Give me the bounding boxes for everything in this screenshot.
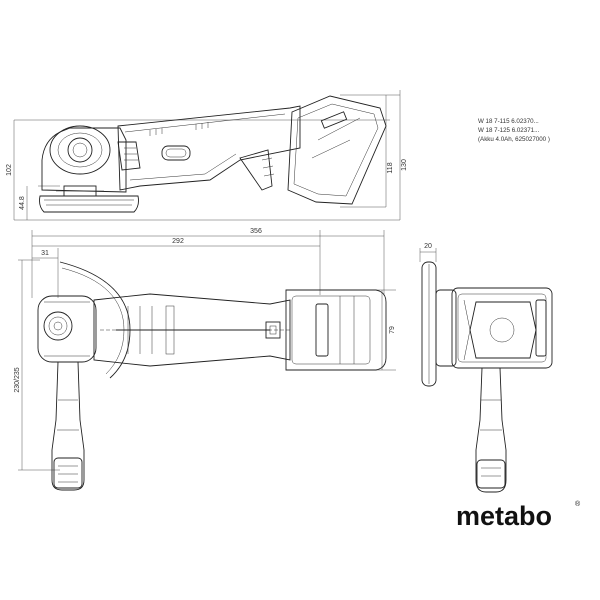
dim-230-235: 230/235 [14, 367, 21, 392]
dim-130: 130 [401, 159, 408, 171]
dim-292: 292 [172, 238, 184, 245]
dim-102: 102 [6, 164, 13, 176]
side-view: 102 44.8 118 130 [6, 90, 408, 221]
dim-79: 79 [389, 326, 396, 334]
spec-block: W 18 7-115 6.02370... W 18 7-125 6.02371… [478, 118, 550, 143]
dim-31: 31 [41, 250, 49, 257]
dim-118: 118 [387, 162, 394, 173]
top-view: 356 292 31 230/235 79 [14, 228, 396, 491]
brand-logo: metabo ® [456, 500, 581, 531]
spec-line-3: (Akku 4.0Ah, 625027000 ) [478, 136, 550, 143]
spec-line-1: W 18 7-115 6.02370... [478, 118, 539, 125]
dim-20: 20 [424, 243, 432, 250]
registered-mark: ® [575, 500, 581, 508]
dim-44-8: 44.8 [19, 196, 26, 210]
dim-356: 356 [250, 228, 262, 235]
front-view: 20 [419, 243, 553, 493]
logo-text: metabo [456, 501, 552, 531]
spec-line-2: W 18 7-125 6.02371... [478, 127, 540, 134]
